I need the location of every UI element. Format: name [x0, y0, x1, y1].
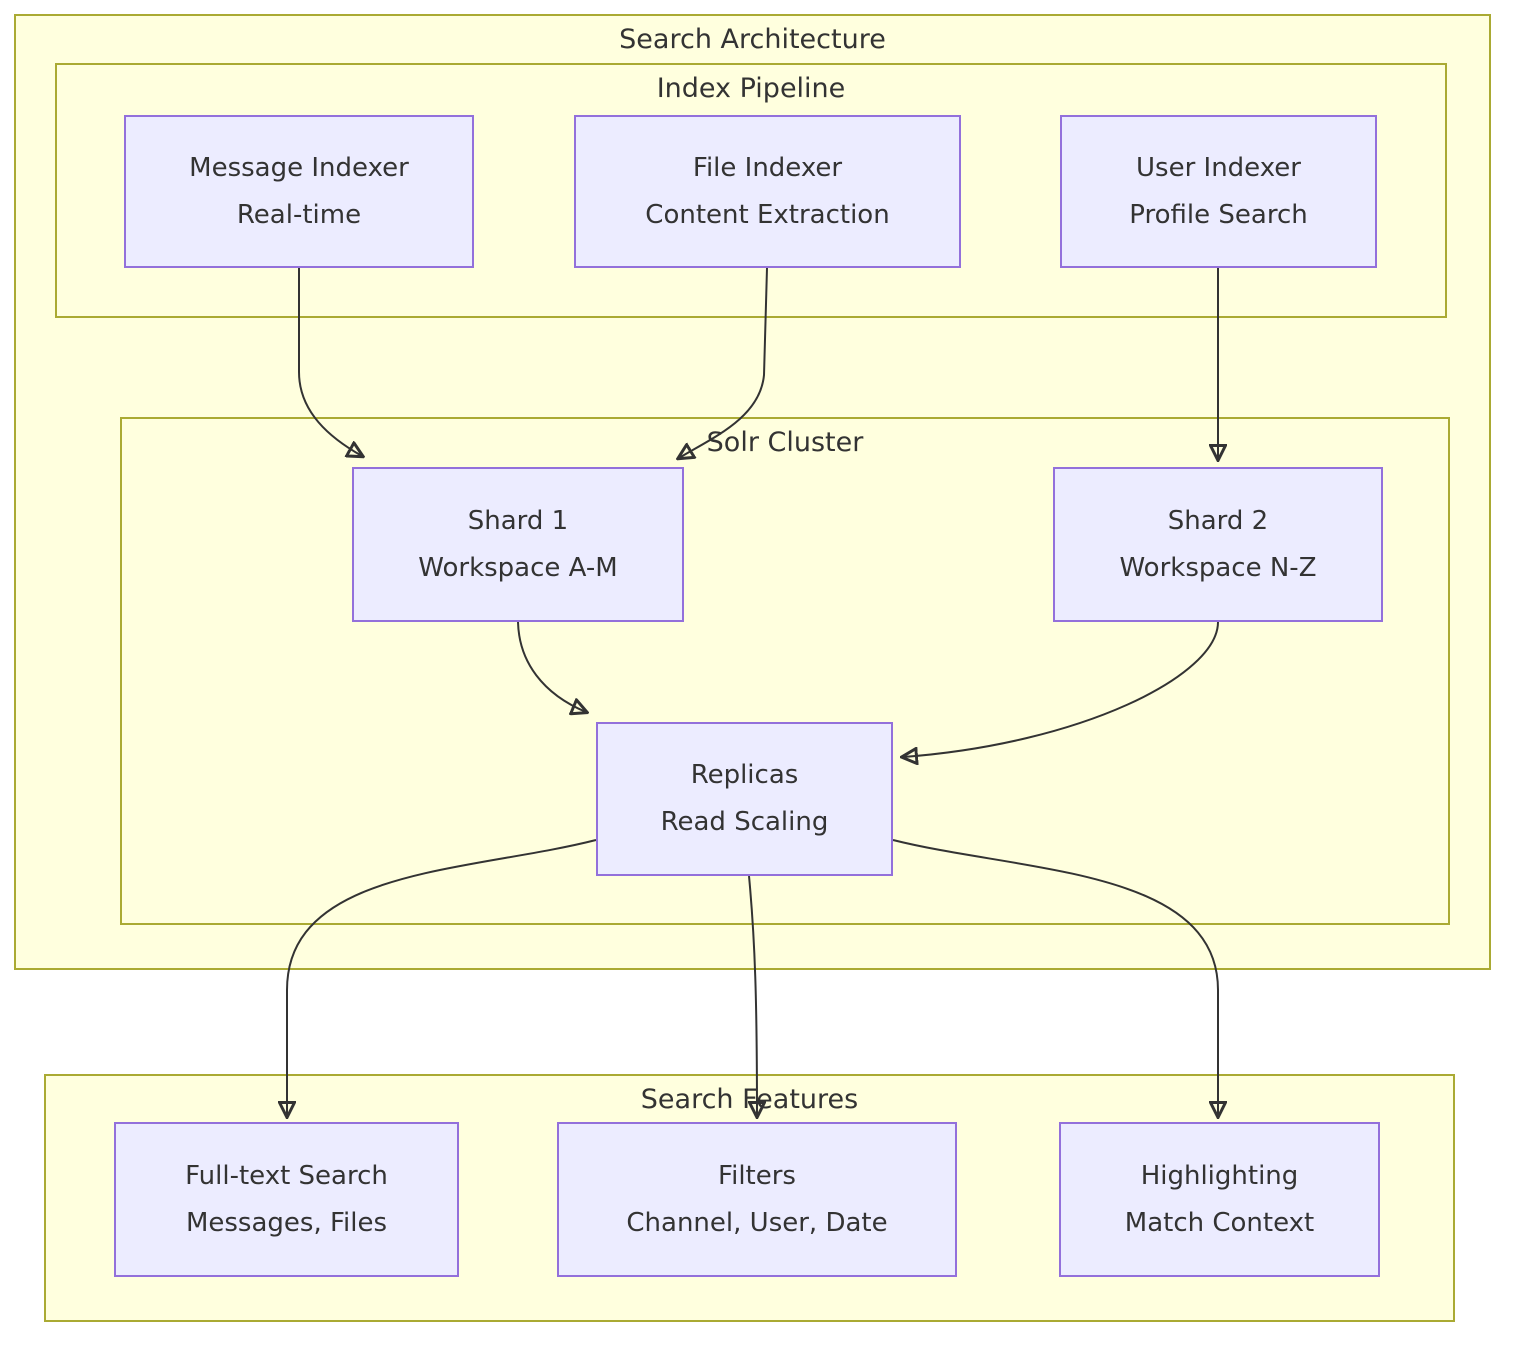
node-title: File Indexer: [692, 152, 843, 183]
node-filters: Filters Channel, User, Date: [557, 1122, 957, 1277]
node-subtitle: Workspace N-Z: [1119, 552, 1317, 583]
node-subtitle: Workspace A-M: [418, 552, 618, 583]
node-fulltext-search: Full-text Search Messages, Files: [114, 1122, 459, 1277]
node-title: Shard 1: [467, 505, 569, 536]
node-title: Shard 2: [1167, 505, 1269, 536]
node-title: Filters: [718, 1160, 796, 1191]
node-highlighting: Highlighting Match Context: [1059, 1122, 1380, 1277]
node-title: Replicas: [690, 760, 799, 790]
node-shard1: Shard 1 Workspace A-M: [352, 467, 684, 622]
cluster-label-search-features: Search Features: [640, 1084, 859, 1115]
cluster-label-solr-cluster: Solr Cluster: [706, 427, 864, 458]
node-title: Message Indexer: [189, 152, 409, 183]
node-title: Highlighting: [1140, 1160, 1299, 1191]
node-subtitle: Real-time: [236, 199, 362, 230]
node-subtitle: Match Context: [1124, 1207, 1315, 1238]
node-title: Full-text Search: [185, 1160, 388, 1191]
cluster-label-index-pipeline: Index Pipeline: [656, 73, 846, 104]
node-subtitle: Content Extraction: [645, 199, 890, 230]
node-subtitle: Profile Search: [1129, 199, 1308, 230]
node-replicas: Replicas Read Scaling: [596, 722, 893, 876]
node-shard2: Shard 2 Workspace N-Z: [1053, 467, 1383, 622]
node-subtitle: Read Scaling: [660, 807, 829, 837]
node-file-indexer: File Indexer Content Extraction: [574, 115, 961, 268]
node-title: User Indexer: [1136, 152, 1301, 183]
node-subtitle: Messages, Files: [185, 1207, 388, 1238]
node-user-indexer: User Indexer Profile Search: [1060, 115, 1377, 268]
cluster-label-search-architecture: Search Architecture: [619, 24, 886, 55]
node-message-indexer: Message Indexer Real-time: [124, 115, 474, 268]
node-subtitle: Channel, User, Date: [626, 1207, 888, 1238]
